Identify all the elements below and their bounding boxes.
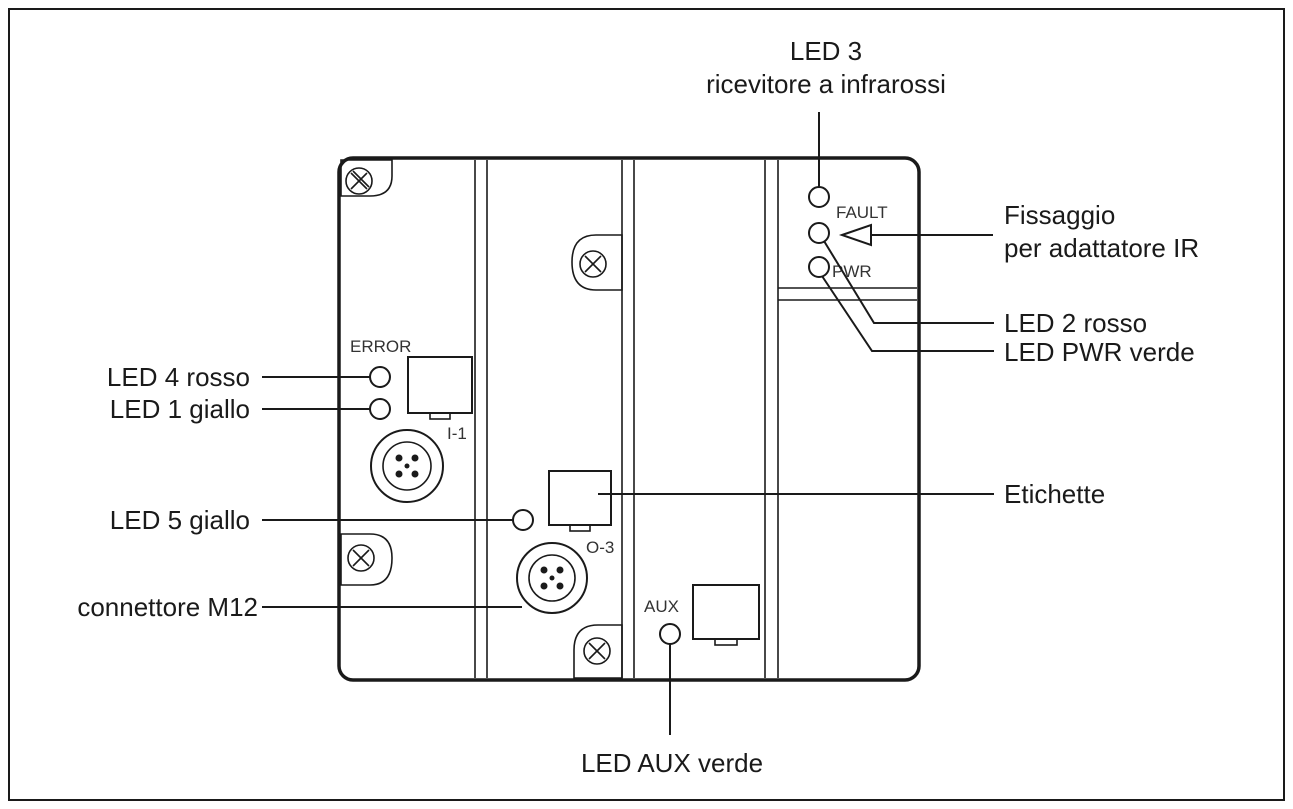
- label-window-aux: [692, 584, 760, 646]
- label-led1: LED 1 giallo: [110, 394, 250, 424]
- label-window-i1: [407, 356, 473, 420]
- led-1: [369, 398, 391, 420]
- label-led-aux: LED AUX verde: [581, 748, 763, 778]
- device-body: [337, 156, 921, 682]
- led-3-ir-receiver: [808, 186, 830, 208]
- screw-bottom-middle: [573, 624, 623, 679]
- label-led5: LED 5 giallo: [110, 505, 250, 535]
- m12-connector-i1: [370, 429, 444, 503]
- output-port-mark: O-3: [586, 538, 614, 557]
- screw-top-left: [340, 159, 393, 197]
- device-housing: [337, 156, 921, 682]
- m12-connector-o3: [516, 542, 588, 614]
- input-port-mark: I-1: [447, 424, 467, 443]
- pwr-mark: PWR: [832, 262, 872, 281]
- led-5: [512, 509, 534, 531]
- screw-bottom-left: [340, 533, 393, 586]
- leader-led-pwr: [821, 275, 994, 352]
- fault-mark: FAULT: [836, 203, 888, 222]
- label-fissaggio-line2: per adattatore IR: [1004, 233, 1199, 263]
- label-led-pwr: LED PWR verde: [1004, 337, 1195, 367]
- led-aux: [659, 623, 681, 645]
- label-led3-title: LED 3: [790, 36, 862, 66]
- label-led3-subtitle: ricevitore a infrarossi: [706, 69, 946, 99]
- label-led2: LED 2 rosso: [1004, 308, 1147, 338]
- aux-mark: AUX: [644, 597, 679, 616]
- label-etichette: Etichette: [1004, 479, 1105, 509]
- led-4-error: [369, 366, 391, 388]
- leader-led2: [823, 240, 994, 324]
- label-fissaggio-line1: Fissaggio: [1004, 200, 1115, 230]
- label-window-o3: [548, 470, 612, 532]
- screw-middle: [571, 234, 623, 291]
- outer-frame: [8, 8, 1285, 801]
- led-pwr: [808, 256, 830, 278]
- error-mark: ERROR: [350, 337, 411, 356]
- label-led4: LED 4 rosso: [107, 362, 250, 392]
- label-connettore: connettore M12: [77, 592, 258, 622]
- led-2-fault: [808, 222, 830, 244]
